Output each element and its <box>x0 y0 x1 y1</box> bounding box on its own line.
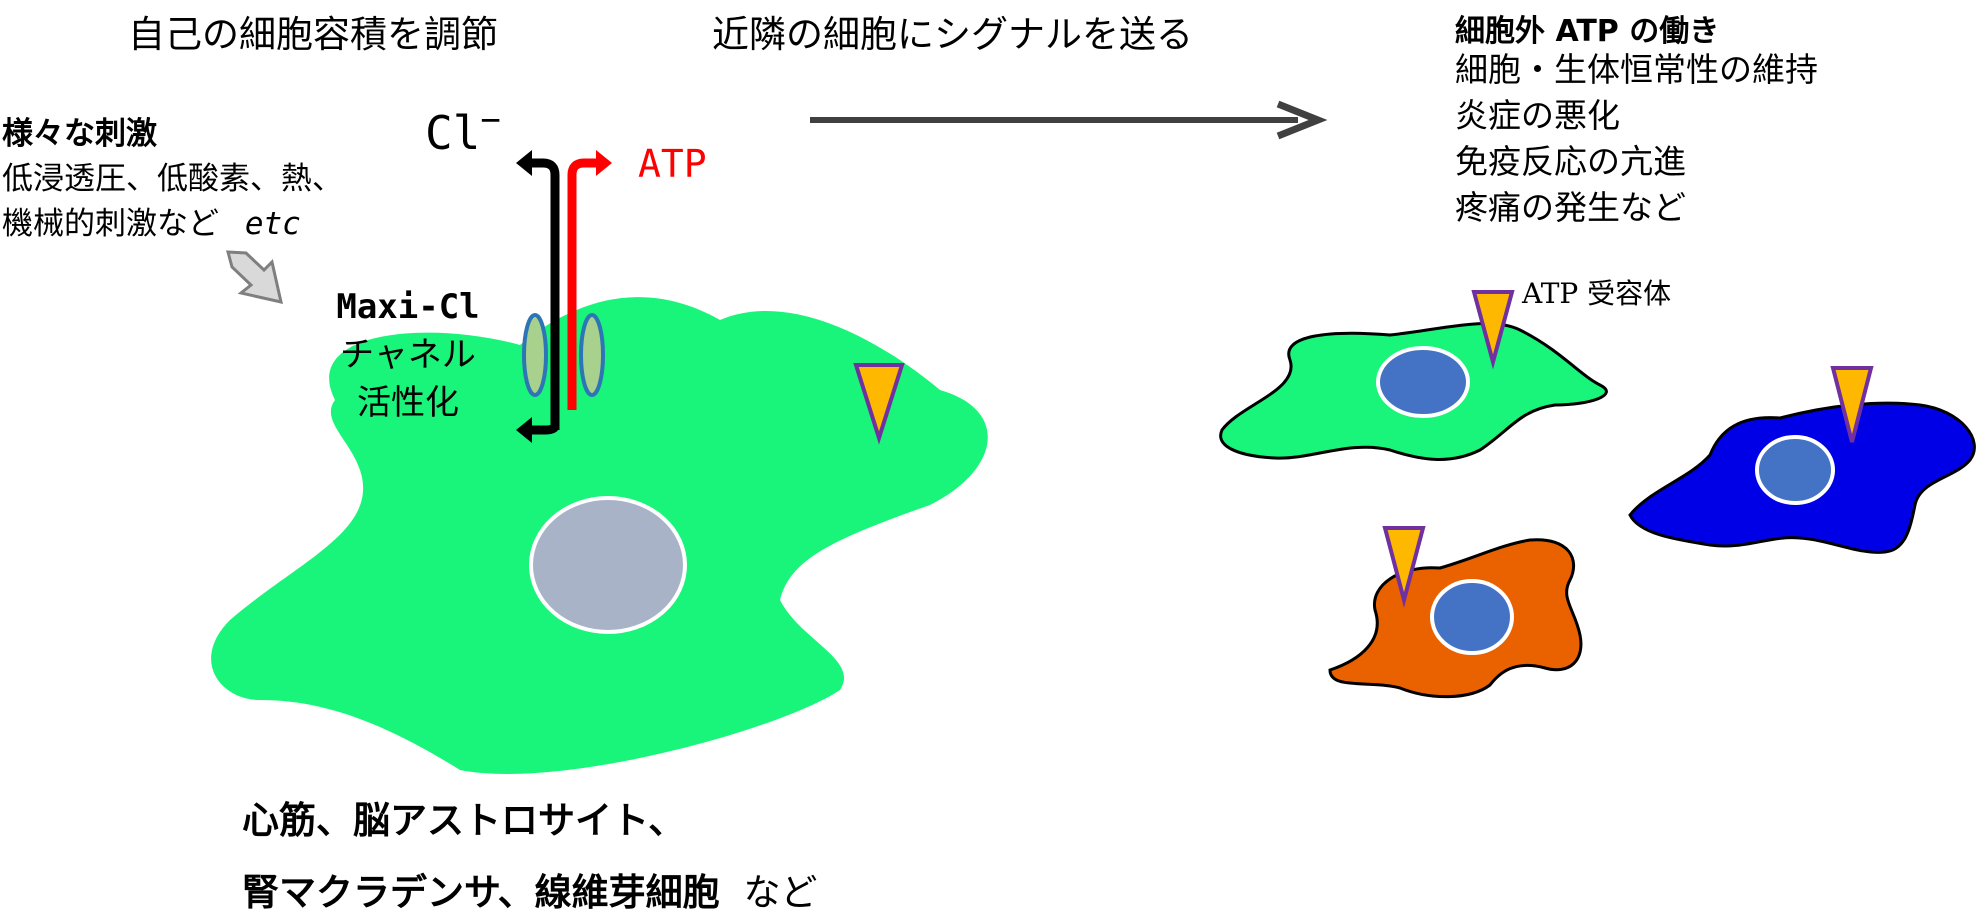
atp-function-item: 免疫反応の亢進 <box>1455 142 1686 181</box>
stimuli-line-1: 低浸透圧、低酸素、熱、 <box>2 161 343 197</box>
blue-cell-nucleus <box>1755 435 1835 505</box>
stimulus-arrow <box>226 250 283 304</box>
cell-types-line-2-tail: など <box>743 871 818 914</box>
chloride-inward-arrow <box>528 424 560 435</box>
stimuli-title: 様々な刺激 <box>2 116 157 152</box>
orange-cell-nucleus <box>1430 579 1514 655</box>
channel-right-subunit <box>579 313 605 397</box>
chloride-efflux-arrowhead <box>516 150 532 176</box>
channel-line-2: チャネル <box>340 335 476 375</box>
atp-function-item: 疼痛の発生など <box>1455 188 1686 227</box>
middle-heading: 近隣の細胞にシグナルを送る <box>712 13 1193 56</box>
chloride-symbol: Cl <box>425 106 481 160</box>
channel-line-3: 活性化 <box>357 383 459 423</box>
receptor-blue-cell <box>1830 366 1874 443</box>
atp-release-arrow <box>567 158 600 410</box>
stimuli-line-2-main: 機械的刺激など <box>2 206 219 242</box>
large-cell-nucleus <box>529 496 687 634</box>
stimuli-etc: etc <box>244 206 301 242</box>
left-heading: 自己の細胞容積を調節 <box>128 13 498 56</box>
atp-release-arrowhead <box>596 150 612 176</box>
receptor-label: ATP 受容体 <box>1522 277 1672 310</box>
atp-label: ATP <box>638 142 707 186</box>
cell-types-line-2-main: 腎マクラデンサ、線維芽細胞 <box>242 871 720 914</box>
chloride-label: Cl− <box>425 100 501 160</box>
chloride-inward-arrowhead <box>516 417 532 443</box>
atp-functions-list: 細胞・生体恒常性の維持 炎症の悪化 免疫反応の亢進 疼痛の発生など <box>1455 47 1818 231</box>
channel-left-subunit <box>522 313 548 397</box>
atp-function-item: 炎症の悪化 <box>1455 96 1620 135</box>
receptor-green-cell <box>1471 290 1515 370</box>
chloride-efflux-arrow <box>528 158 560 430</box>
atp-functions-title: 細胞外 ATP の働き <box>1455 14 1720 49</box>
cell-types-line-2: 腎マクラデンサ、線維芽細胞 など <box>242 862 817 916</box>
channel-line-1: Maxi-Cl <box>336 287 480 327</box>
receptor-orange-cell <box>1382 526 1426 608</box>
atp-function-item: 細胞・生体恒常性の維持 <box>1455 50 1818 89</box>
channel-label: Maxi-Cl チャネル 活性化 <box>323 283 493 427</box>
receptor-large-cell <box>853 363 905 445</box>
green-cell-nucleus <box>1376 346 1470 418</box>
signal-arrowhead <box>1276 100 1328 140</box>
cell-types-line-1: 心筋、脳アストロサイト、 <box>242 799 686 842</box>
stimuli-line-2: 機械的刺激など etc <box>2 198 301 243</box>
chloride-charge: − <box>480 100 501 140</box>
